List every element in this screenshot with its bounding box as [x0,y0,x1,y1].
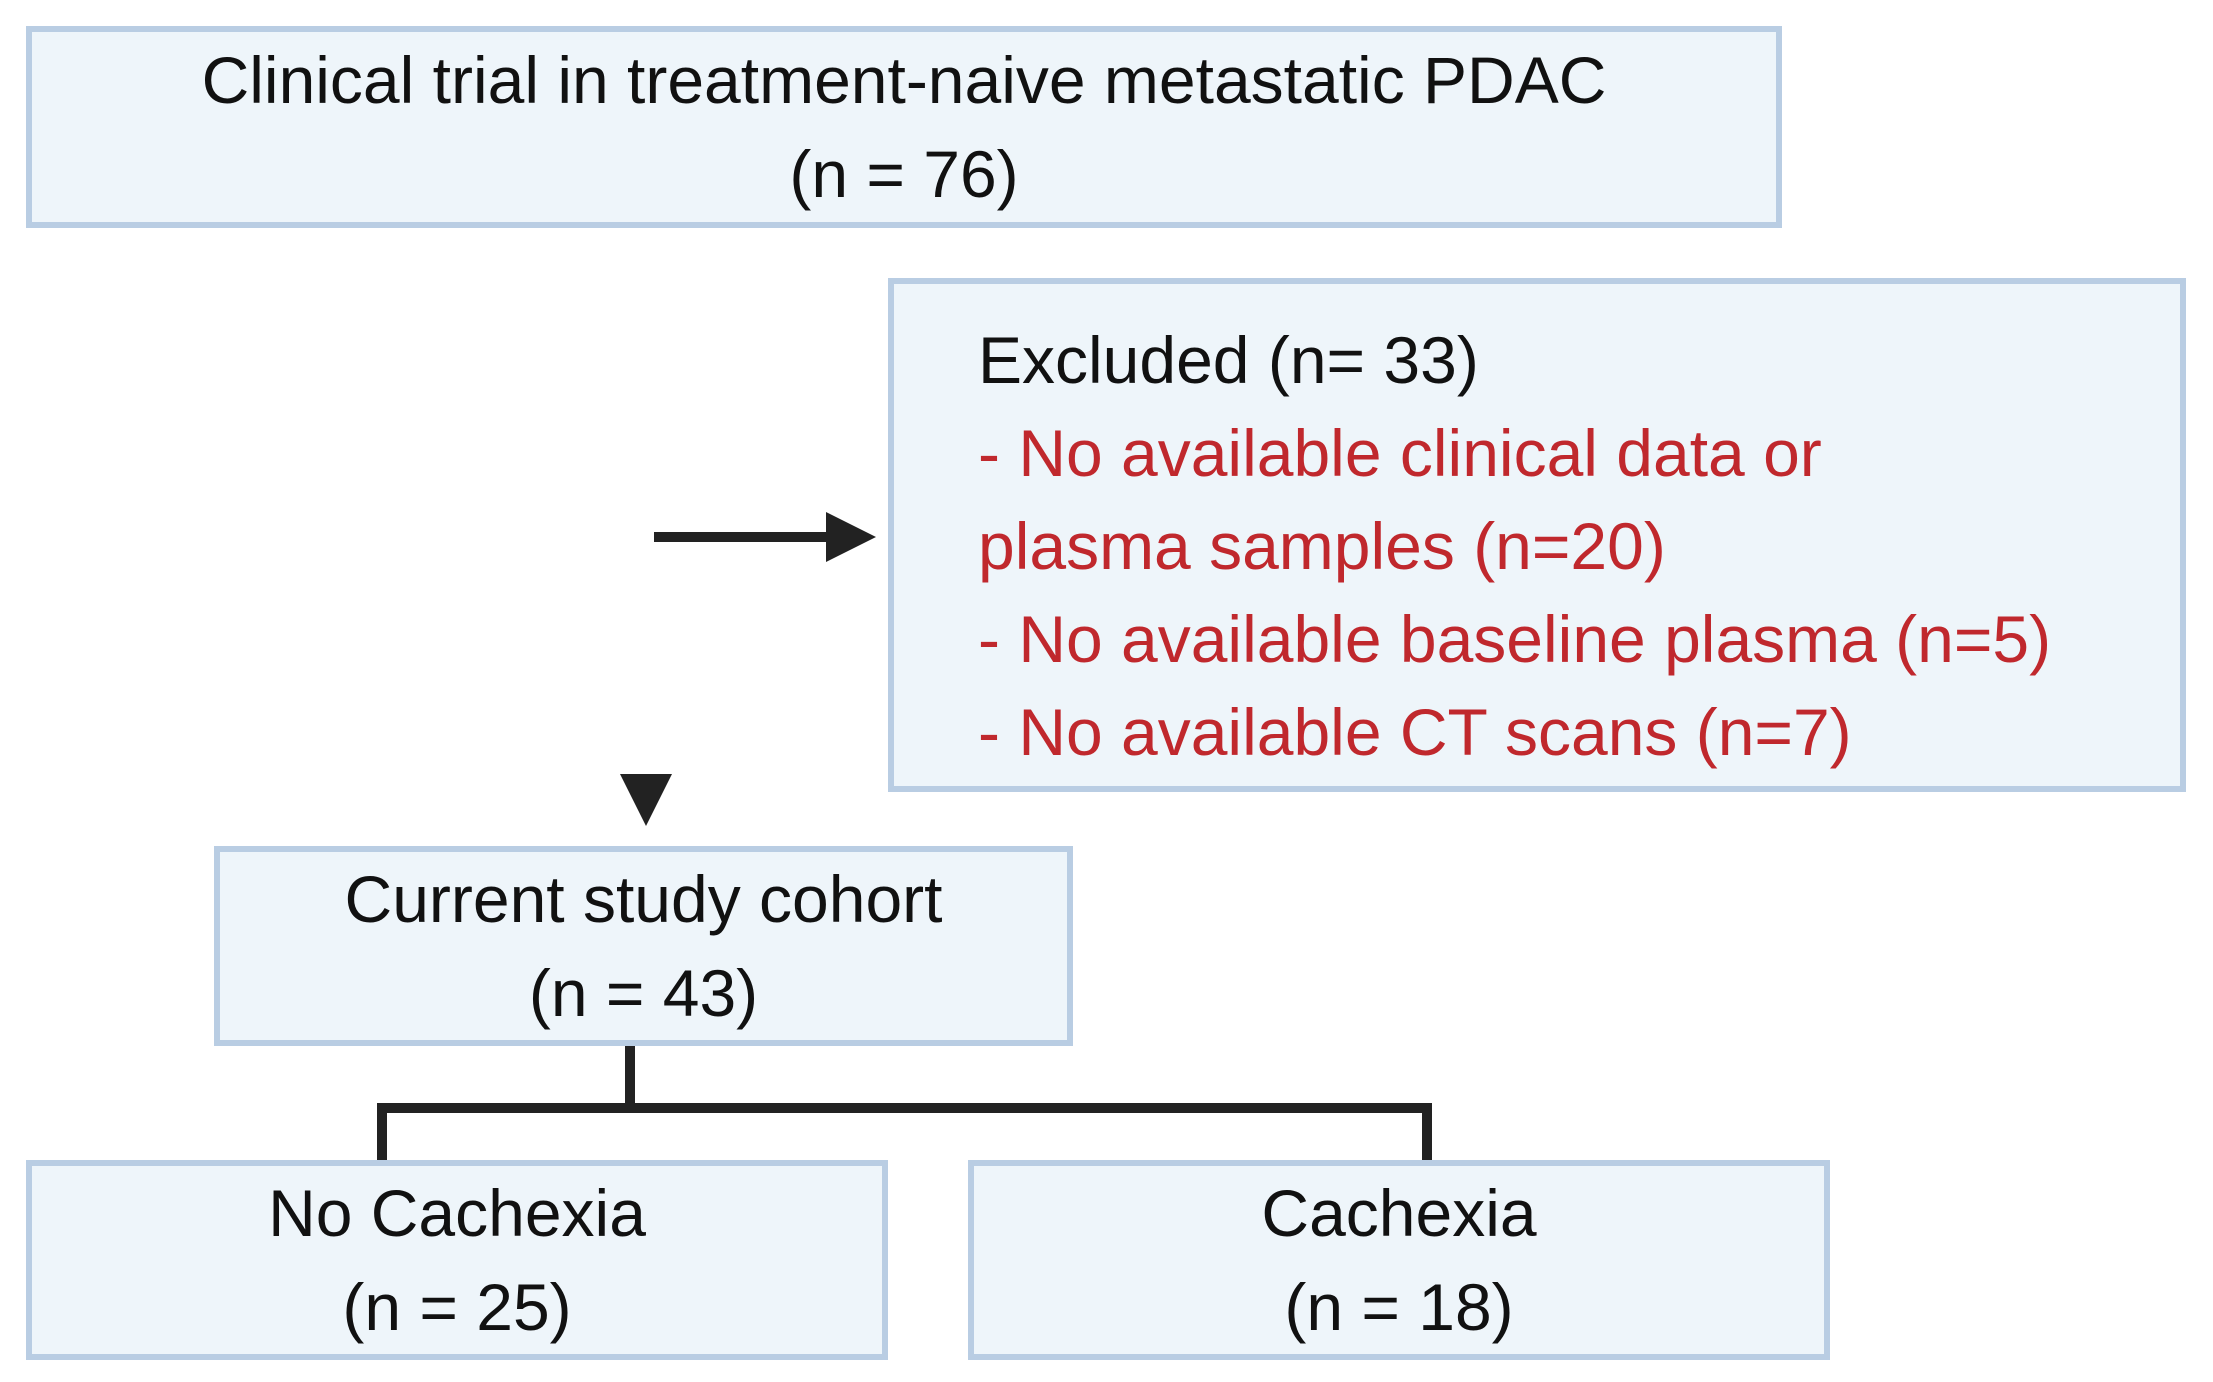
exclusion-reason-line: plasma samples (n=20) [978,509,1666,583]
exclusion-reason-line: - No available baseline plasma (n=5) [978,602,2052,676]
trial-count: (n = 76) [789,137,1019,211]
split-bracket-line [377,1103,1432,1160]
excluded-title: Excluded (n= 33) [978,323,1479,397]
cohort-title: Current study cohort [344,862,943,936]
cohort-box: Current study cohort (n = 43) [214,846,1073,1046]
cachexia-box: Cachexia (n = 18) [968,1160,1830,1360]
excluded-box: Excluded (n= 33) - No available clinical… [888,278,2186,792]
exclusion-arrowhead [826,512,876,562]
cachexia-count: (n = 18) [1284,1270,1514,1344]
exclusion-reason-line: - No available CT scans (n=7) [978,695,1852,769]
cachexia-title: Cachexia [1261,1176,1537,1250]
no-cachexia-box: No Cachexia (n = 25) [26,1160,888,1360]
trial-box: Clinical trial in treatment-naive metast… [26,26,1782,228]
no-cachexia-count: (n = 25) [342,1270,572,1344]
cohort-count: (n = 43) [528,956,759,1030]
no-cachexia-title: No Cachexia [268,1176,646,1250]
exclusion-reason-line: - No available clinical data or [978,416,1822,490]
trial-title: Clinical trial in treatment-naive metast… [201,43,1607,117]
main-flow-arrowhead [620,774,672,826]
